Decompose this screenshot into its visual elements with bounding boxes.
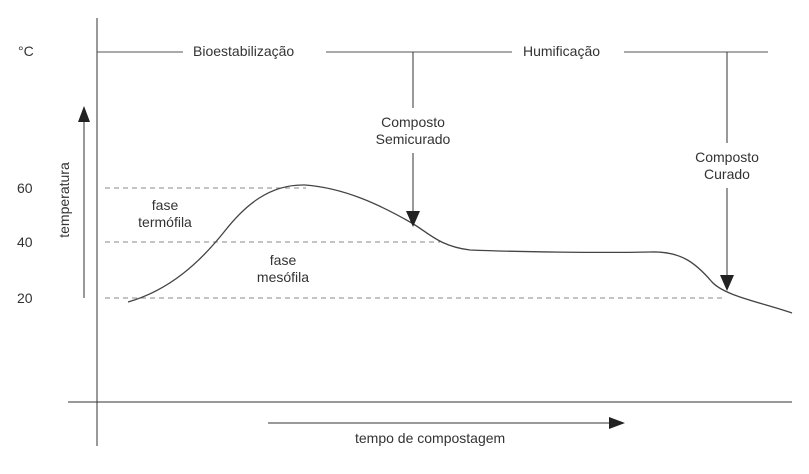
x-direction-arrowhead bbox=[609, 417, 625, 429]
termofila-label: fase termófila bbox=[120, 197, 210, 231]
curado-label: Composto Curado bbox=[672, 149, 782, 183]
y-axis-label: temperatura bbox=[56, 162, 72, 238]
curado-arrowhead bbox=[720, 275, 734, 291]
termofila-label-line2: termófila bbox=[138, 214, 192, 230]
semicurado-arrowhead bbox=[406, 211, 420, 227]
x-axis-label: tempo de compostagem bbox=[355, 430, 506, 446]
curado-label-line2: Curado bbox=[704, 166, 750, 182]
mesofila-label-line1: fase bbox=[269, 252, 297, 268]
phase-humificacao: Humificação bbox=[523, 43, 601, 59]
mesofila-label: fase mesófila bbox=[238, 252, 328, 286]
temperature-curve bbox=[127, 184, 793, 314]
termofila-label-line1: fase bbox=[151, 197, 179, 213]
y-direction-arrowhead bbox=[78, 106, 90, 122]
phase-bioestabilizacao: Bioestabilização bbox=[193, 43, 295, 59]
curado-label-line1: Composto bbox=[695, 149, 759, 165]
semicurado-label-line1: Composto bbox=[381, 114, 445, 130]
semicurado-label-line2: Semicurado bbox=[375, 131, 451, 147]
y-tick-60: 60 bbox=[17, 180, 33, 196]
y-tick-40: 40 bbox=[17, 234, 33, 250]
semicurado-label: Composto Semicurado bbox=[358, 114, 468, 148]
mesofila-label-line2: mesófila bbox=[256, 269, 310, 285]
y-tick-20: 20 bbox=[17, 290, 33, 306]
unit-label: °C bbox=[18, 43, 34, 59]
